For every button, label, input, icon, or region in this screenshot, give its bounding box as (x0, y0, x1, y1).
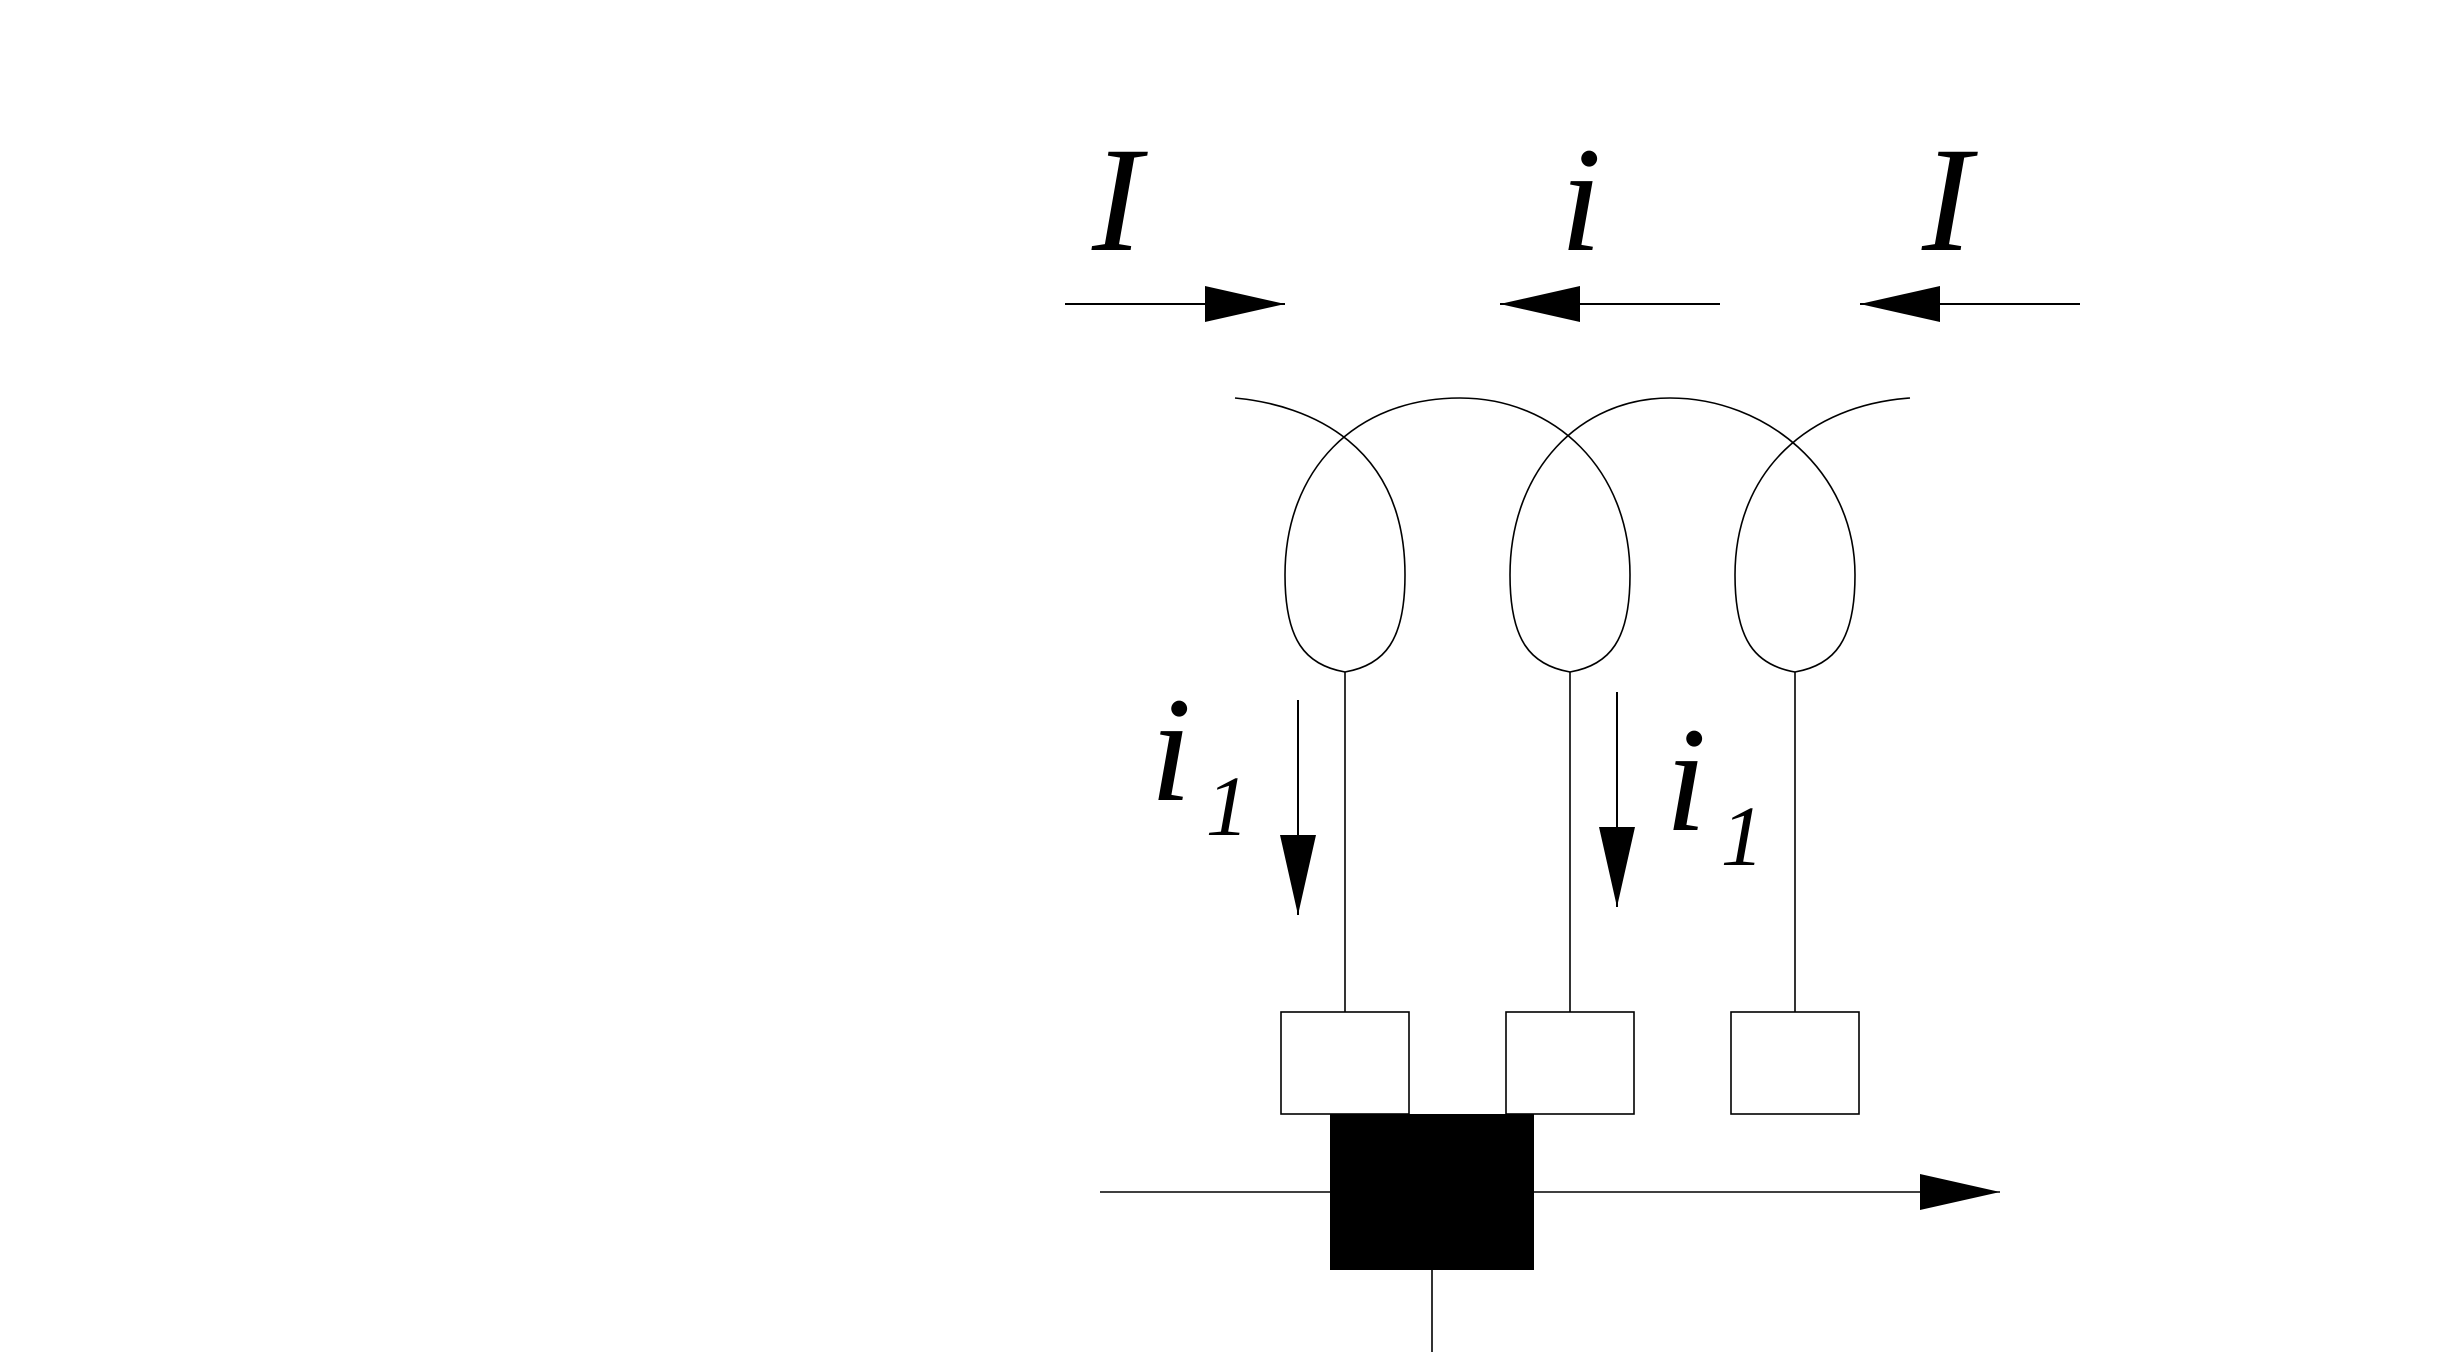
coil-loops (1234, 397, 1911, 673)
black-block (1330, 1114, 1534, 1270)
label-branch-right-sub: 1 (1721, 788, 1764, 884)
label-branch-left-main: i (1150, 667, 1192, 833)
label-branch-left-sub: 1 (1206, 758, 1249, 854)
terminal-box-left (1280, 1011, 1410, 1115)
label-branch-right-main: i (1665, 697, 1707, 863)
label-current-middle: i (1560, 117, 1602, 283)
label-current-left: I (1091, 117, 1148, 283)
terminal-box-right (1730, 1011, 1860, 1115)
terminal-box-middle (1505, 1011, 1635, 1115)
label-current-right: I (1921, 117, 1978, 283)
